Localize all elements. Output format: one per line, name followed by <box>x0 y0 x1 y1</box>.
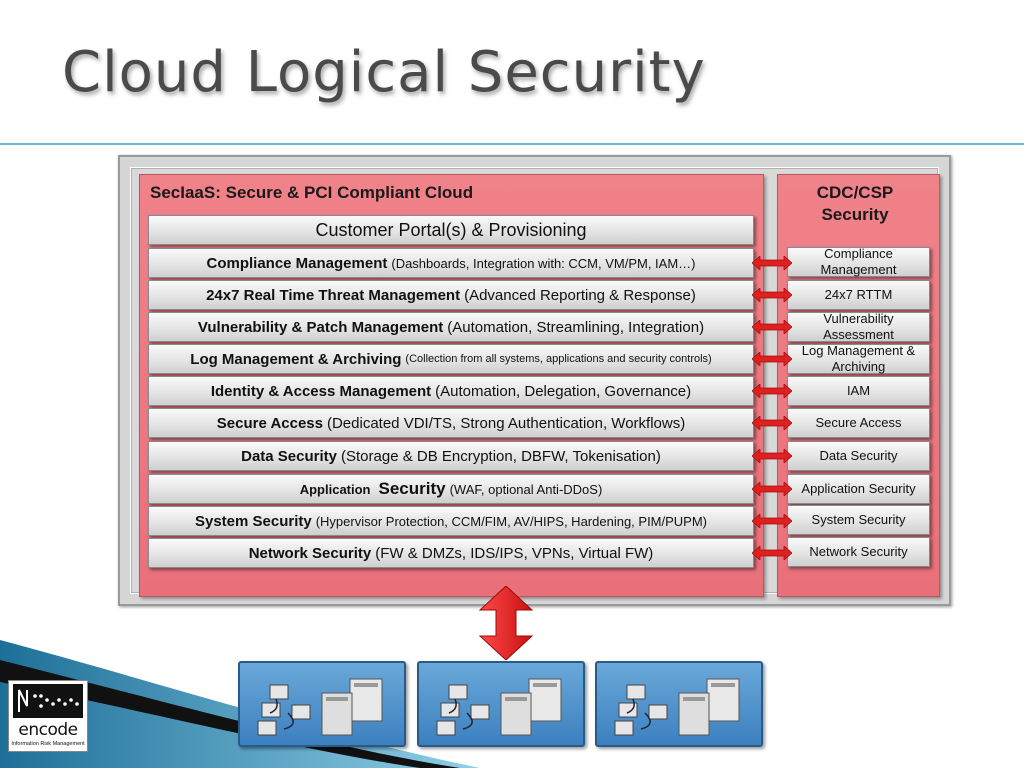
double-arrow-icon <box>752 288 792 302</box>
row-label-emphasis: Security <box>378 479 446 498</box>
row-label: Identity & Access Management <box>210 382 432 400</box>
row-label: Log Management & Archiving <box>190 350 402 368</box>
row-label: System Security <box>194 512 312 530</box>
row-detail: (Automation, Delegation, Governance) <box>435 382 692 400</box>
row-detail: (Collection from all systems, applicatio… <box>405 353 712 365</box>
row-log-management: Log Management & Archiving(Collection fr… <box>148 344 754 374</box>
vertical-double-arrow-icon <box>478 586 534 660</box>
server-icon <box>321 678 383 736</box>
network-cluster-2 <box>417 661 585 747</box>
cdc-item-label: Secure Access <box>815 415 902 430</box>
row-label: Network Security <box>248 544 372 562</box>
row-label: Vulnerability & Patch Management <box>197 318 444 336</box>
cdc-item-log-management: Log Management & Archiving <box>787 343 930 374</box>
row-label: Secure Access <box>216 414 323 432</box>
server-icon <box>500 678 562 736</box>
double-arrow-icon <box>752 416 792 430</box>
row-vulnerability-patch: Vulnerability & Patch Management(Automat… <box>148 312 754 342</box>
cdc-item-label: System Security <box>811 512 906 527</box>
corner-swoosh-decoration <box>0 640 480 768</box>
network-cluster-3 <box>595 661 763 747</box>
row-compliance-management: Compliance Management(Dashboards, Integr… <box>148 248 754 278</box>
slide-title: Cloud Logical Security <box>62 40 706 105</box>
cdc-item-application-security: Application Security <box>787 474 930 504</box>
server-icon <box>678 678 740 736</box>
workstation-icon <box>257 684 311 736</box>
cdc-item-label: Compliance Management <box>820 246 897 277</box>
cdc-item-rttm: 24x7 RTTM <box>787 280 930 310</box>
cdc-item-label: Application Security <box>801 481 916 496</box>
double-arrow-icon <box>752 546 792 560</box>
row-threat-management: 24x7 Real Time Threat Management(Advance… <box>148 280 754 310</box>
cdc-csp-panel-title: CDC/CSP Security <box>816 183 894 224</box>
row-detail: (Dashboards, Integration with: CCM, VM/P… <box>391 255 696 271</box>
row-label: Application <box>299 481 371 497</box>
row-detail: (FW & DMZs, IDS/IPS, VPNs, Virtual FW) <box>375 544 654 562</box>
cdc-item-compliance: Compliance Management <box>787 246 930 277</box>
logo-wordmark: encode <box>18 720 78 740</box>
network-cluster-1 <box>238 661 406 747</box>
row-label: Data Security <box>241 447 337 465</box>
logo-tagline: Information Risk Management <box>11 741 85 747</box>
cdc-item-label: IAM <box>846 383 871 398</box>
double-arrow-icon <box>752 482 792 496</box>
cdc-item-data-security: Data Security <box>787 441 930 471</box>
logo-mark <box>13 684 83 718</box>
workstation-icon <box>614 684 668 736</box>
customer-portal-bar: Customer Portal(s) & Provisioning <box>148 215 754 245</box>
row-data-security: Data Security(Storage & DB Encryption, D… <box>148 441 754 471</box>
cdc-item-system-security: System Security <box>787 505 930 535</box>
cdc-item-label: Data Security <box>819 448 898 463</box>
title-divider <box>0 143 1024 145</box>
row-secure-access: Secure Access(Dedicated VDI/TS, Strong A… <box>148 408 754 438</box>
row-system-security: System Security(Hypervisor Protection, C… <box>148 506 754 536</box>
cdc-item-label: 24x7 RTTM <box>824 287 893 302</box>
double-arrow-icon <box>752 352 792 366</box>
row-detail: (Storage & DB Encryption, DBFW, Tokenisa… <box>341 447 661 465</box>
row-detail: (Advanced Reporting & Response) <box>464 286 696 304</box>
row-detail: (WAF, optional Anti-DDoS) <box>449 481 603 497</box>
row-detail: (Dedicated VDI/TS, Strong Authentication… <box>326 414 686 432</box>
row-label: 24x7 Real Time Threat Management <box>206 286 461 304</box>
double-arrow-icon <box>752 449 792 463</box>
cdc-item-label: Vulnerability Assessment <box>823 311 894 342</box>
cdc-item-label: Log Management & Archiving <box>801 343 916 374</box>
double-arrow-icon <box>752 256 792 270</box>
seciaas-panel-title: SecIaaS: Secure & PCI Compliant Cloud <box>150 183 474 202</box>
cdc-item-vulnerability: Vulnerability Assessment <box>787 311 930 342</box>
customer-portal-label: Customer Portal(s) & Provisioning <box>315 219 587 240</box>
encode-logo: encode Information Risk Management <box>8 680 88 752</box>
row-network-security: Network Security(FW & DMZs, IDS/IPS, VPN… <box>148 538 754 568</box>
cdc-item-secure-access: Secure Access <box>787 408 930 438</box>
double-arrow-icon <box>752 514 792 528</box>
row-application-security: Application Security(WAF, optional Anti-D… <box>148 474 754 504</box>
cdc-item-iam: IAM <box>787 376 930 406</box>
cdc-item-label: Network Security <box>809 544 908 559</box>
row-detail: (Automation, Streamlining, Integration) <box>447 318 705 336</box>
row-label: Compliance Management <box>206 254 388 272</box>
row-detail: (Hypervisor Protection, CCM/FIM, AV/HIPS… <box>315 513 708 529</box>
cdc-item-network-security: Network Security <box>787 537 930 567</box>
row-identity-access: Identity & Access Management(Automation,… <box>148 376 754 406</box>
double-arrow-icon <box>752 320 792 334</box>
double-arrow-icon <box>752 384 792 398</box>
workstation-icon <box>436 684 490 736</box>
